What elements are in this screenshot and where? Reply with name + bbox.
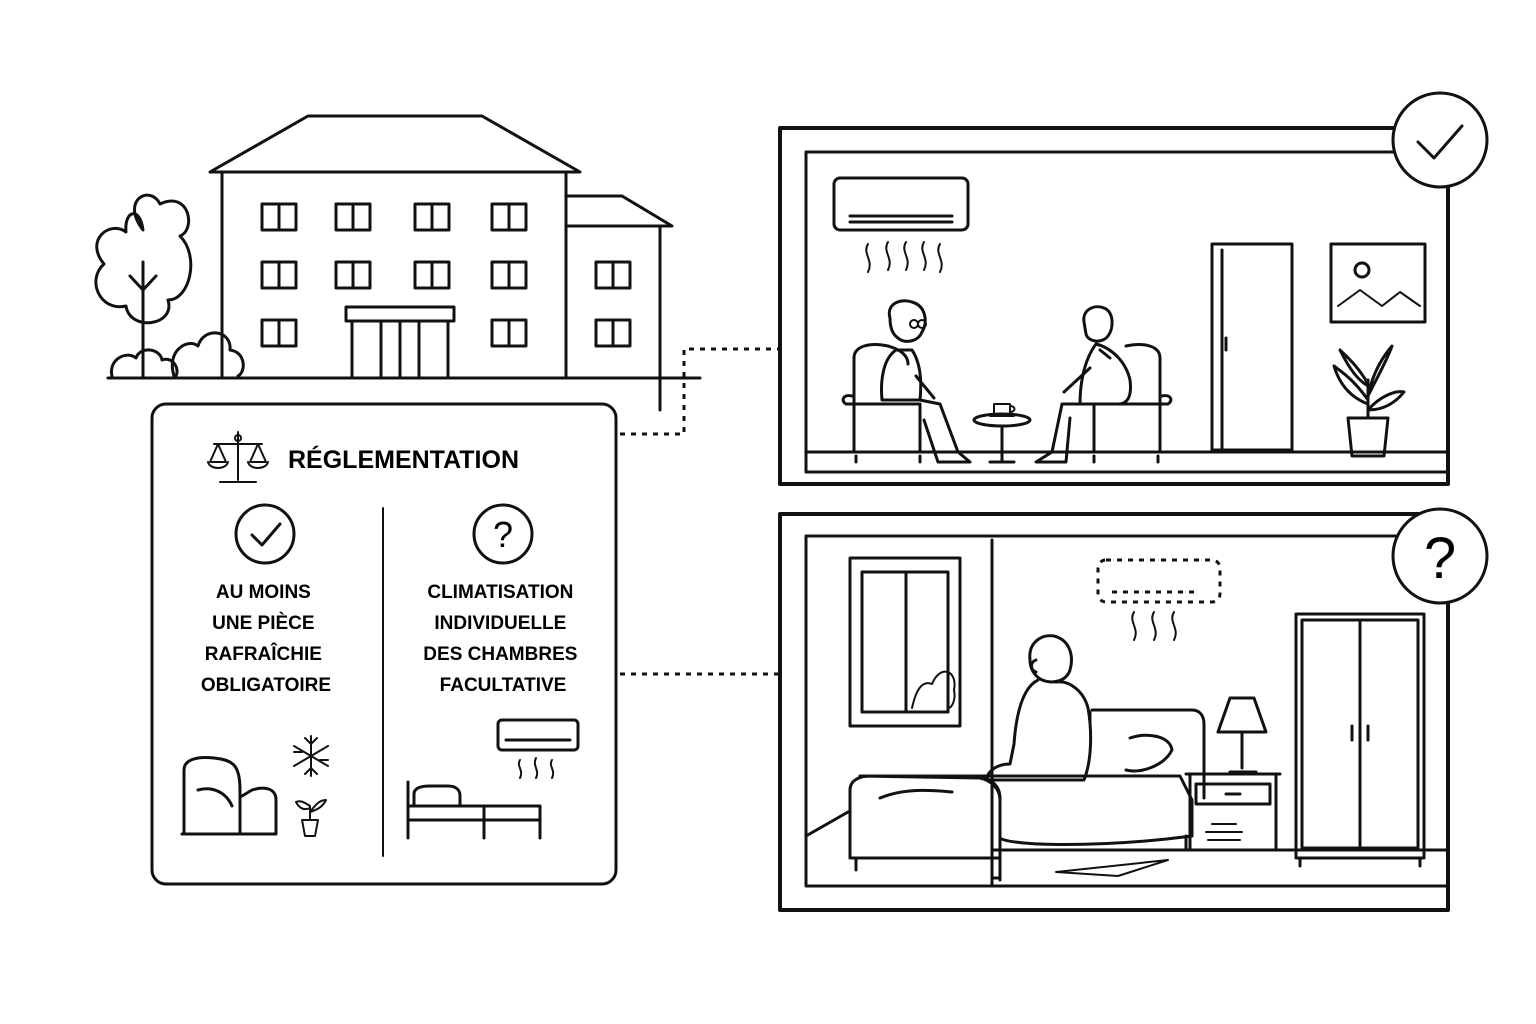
care-home-building xyxy=(94,114,702,412)
question-circle-icon: ? xyxy=(472,503,534,565)
connector-common-room xyxy=(620,347,778,436)
svg-text:?: ? xyxy=(493,514,513,555)
potted-plant xyxy=(1332,344,1406,458)
rug xyxy=(1055,859,1169,877)
left-line-3: RAFRAÎCHIE xyxy=(205,643,322,665)
mandatory-room-text: AU MOINS UNE PIÈCE RAFRAÎCHIE OBLIGATOIR… xyxy=(201,582,331,696)
optional-ac-text: CLIMATISATION INDIVIDUELLE DES CHAMBRES … xyxy=(423,582,582,696)
optional-air-conditioner-icon xyxy=(1096,558,1222,641)
scales-icon xyxy=(207,431,269,483)
question-icon: ? xyxy=(1391,507,1489,605)
seated-woman xyxy=(880,299,972,464)
air-conditioner-icon xyxy=(496,718,580,779)
regulation-title: RÉGLEMENTATION xyxy=(288,445,519,474)
door xyxy=(1210,242,1294,452)
wardrobe xyxy=(1294,612,1426,868)
air-conditioner-icon xyxy=(832,176,970,273)
armchair-icon xyxy=(180,756,278,836)
right-line-4: FACULTATIVE xyxy=(440,675,567,696)
window xyxy=(848,556,962,728)
bed-icon xyxy=(406,780,542,840)
left-line-1: AU MOINS xyxy=(216,582,311,603)
nightstand xyxy=(1184,772,1282,852)
seated-elderly-man xyxy=(984,634,1093,782)
right-line-2: INDIVIDUELLE xyxy=(434,613,566,634)
seated-man xyxy=(1034,305,1132,464)
table-lamp xyxy=(1216,696,1268,774)
bedroom-panel: ? xyxy=(778,507,1489,912)
plant-icon xyxy=(295,799,327,837)
left-line-4: OBLIGATOIRE xyxy=(201,675,331,696)
right-line-3: DES CHAMBRES xyxy=(423,644,577,665)
common-room-panel xyxy=(778,91,1489,486)
armchair-right xyxy=(1092,343,1173,464)
bed xyxy=(848,708,1206,882)
snowflake-icon xyxy=(293,735,329,777)
check-icon xyxy=(1391,91,1489,189)
regulation-card: RÉGLEMENTATION AU MOINS UNE PIÈCE RAFRAÎ… xyxy=(150,402,618,886)
framed-picture xyxy=(1329,242,1427,324)
right-line-1: CLIMATISATION xyxy=(427,582,573,603)
left-line-2: UNE PIÈCE xyxy=(212,612,314,634)
armchair-left xyxy=(841,343,922,464)
side-table xyxy=(972,403,1032,464)
check-circle-icon xyxy=(234,503,296,565)
svg-text:?: ? xyxy=(1424,526,1456,591)
